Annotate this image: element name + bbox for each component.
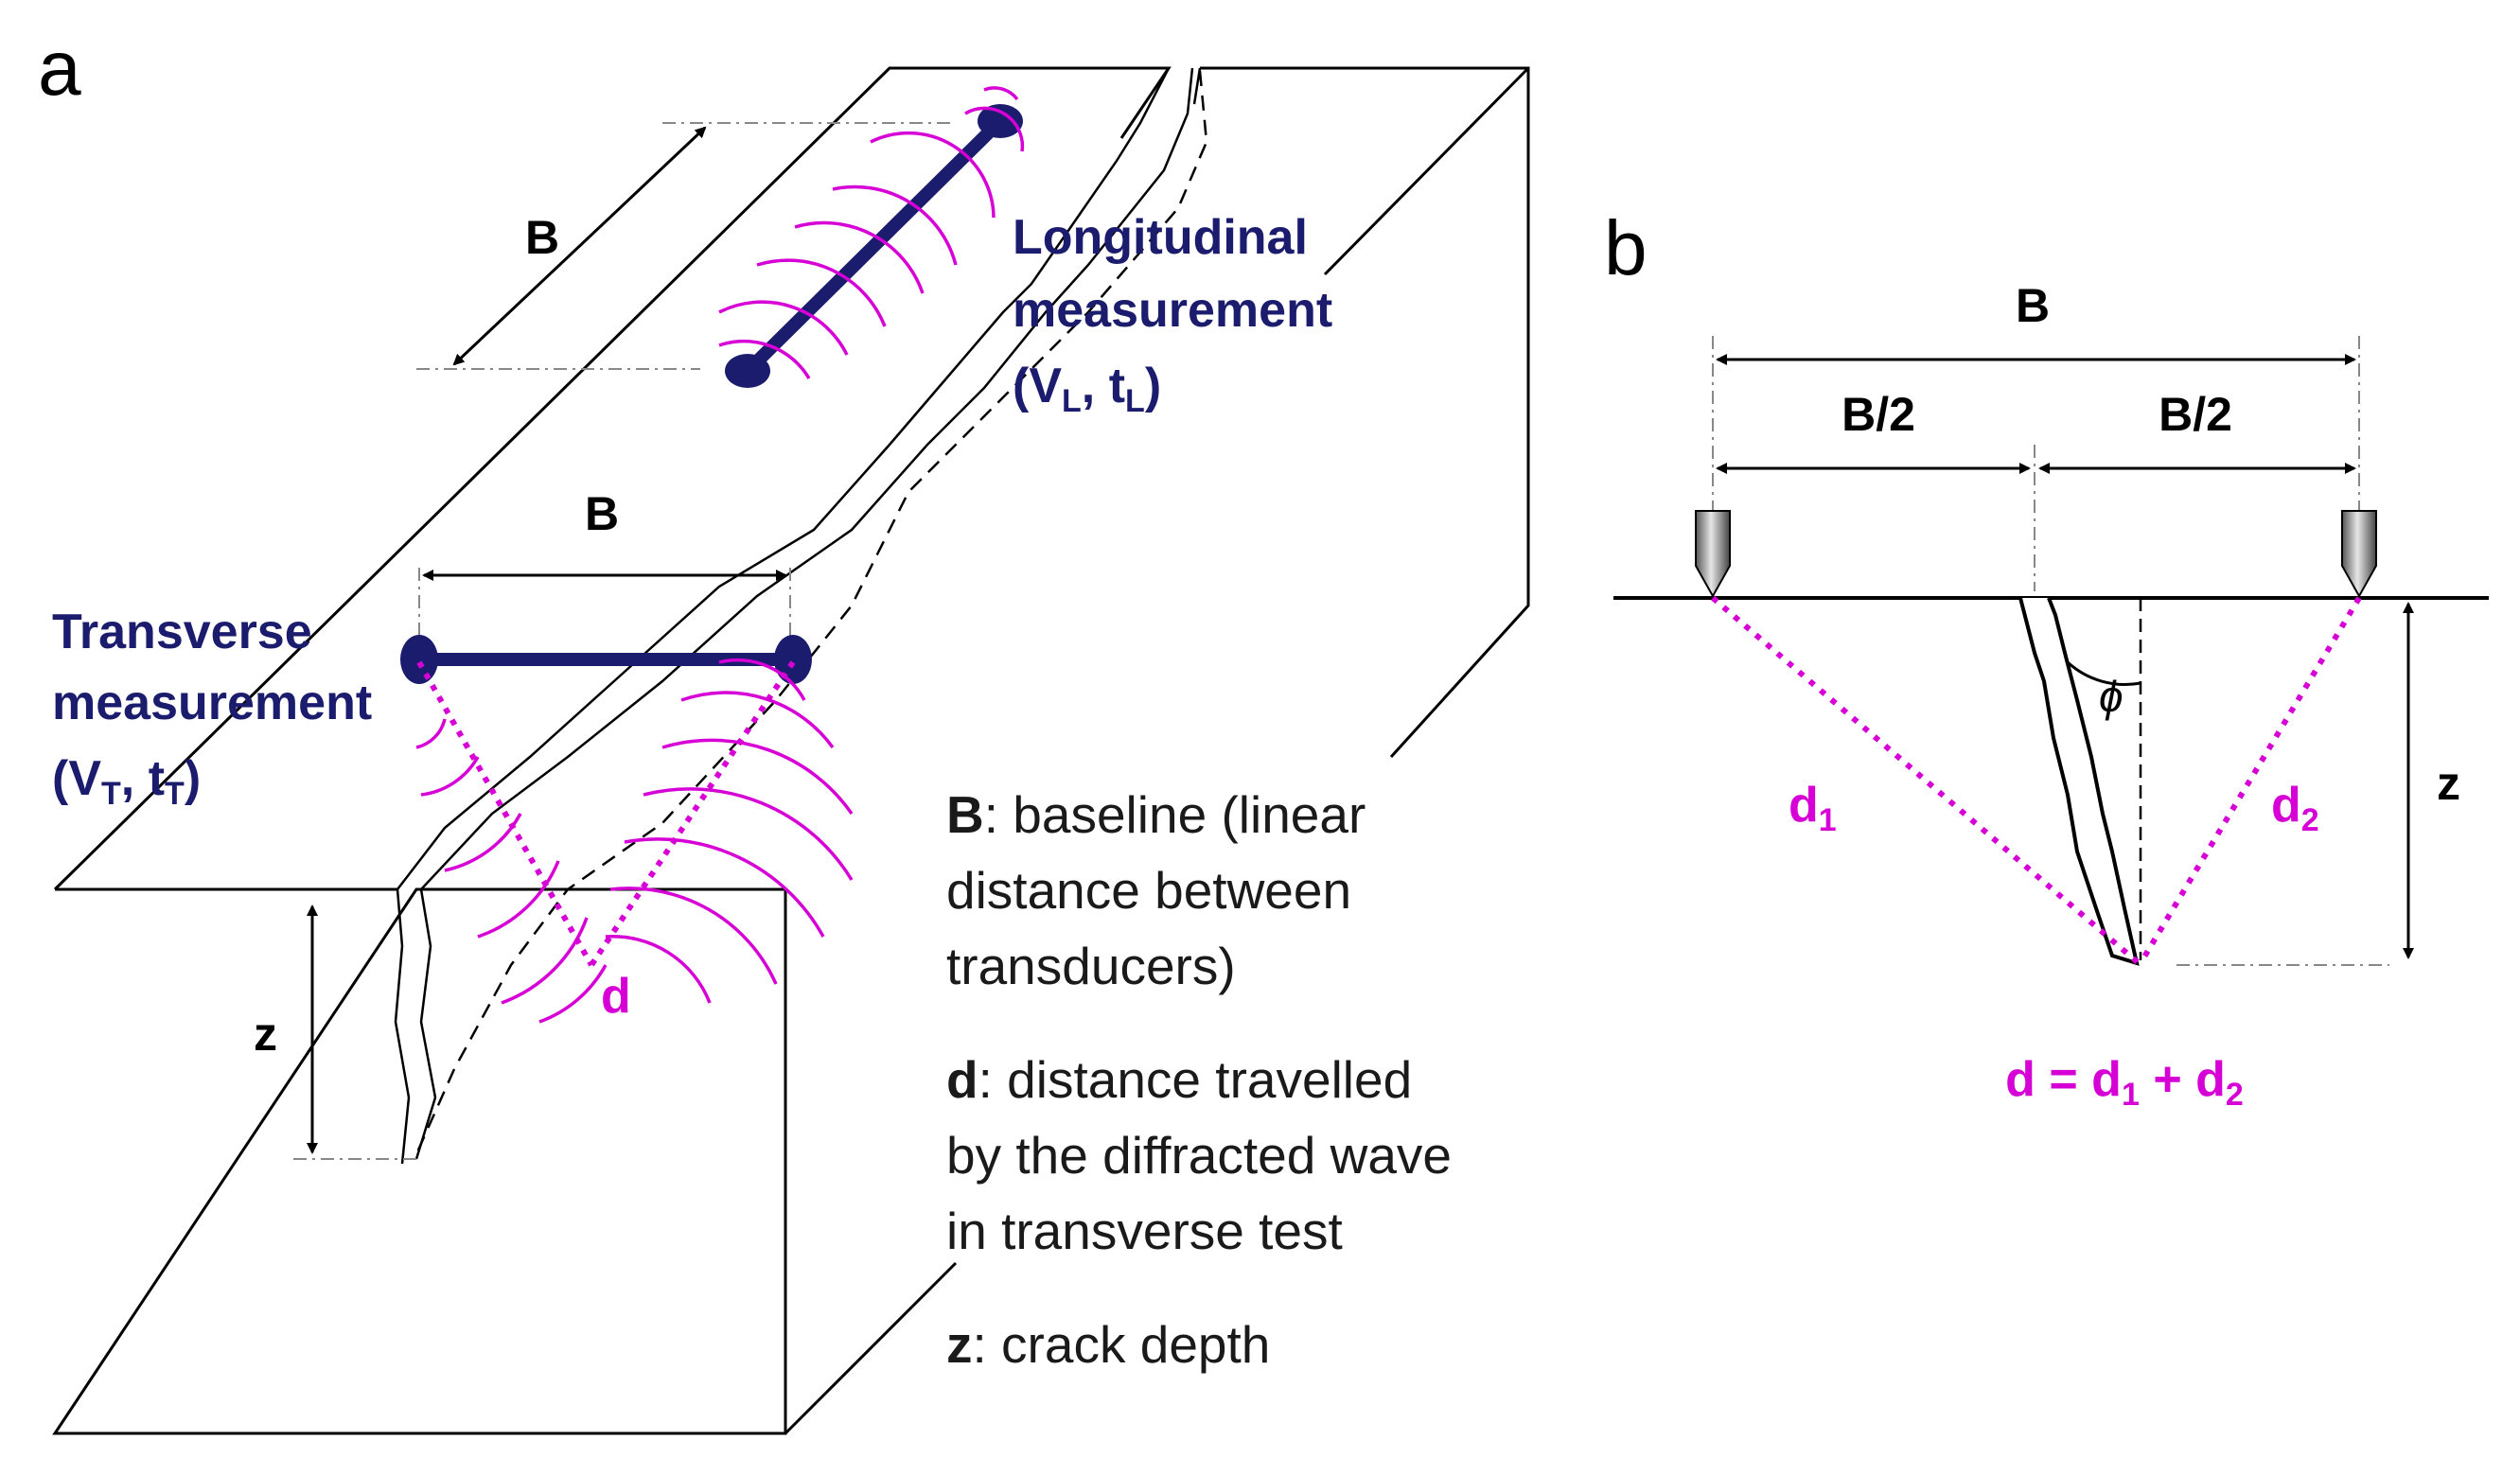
z-label-b: z	[2437, 757, 2460, 810]
legend-text: distance between	[946, 861, 1351, 920]
legend-text: transducers)	[946, 937, 1236, 995]
d-label: d	[601, 969, 631, 1024]
phi-angle: ϕ	[2066, 598, 2142, 960]
transverse-b-dimension: B	[418, 487, 791, 643]
legend-key: z	[946, 1315, 973, 1374]
d2-label: d2	[2271, 778, 2319, 838]
longitudinal-transducers	[718, 86, 1025, 388]
concrete-block	[52, 66, 1530, 1435]
panel-b-dimensions: B B/2 B/2	[1712, 279, 2360, 591]
crack-section	[2018, 597, 2140, 966]
transverse-symbols: (VT, tT)	[52, 751, 201, 812]
transverse-line2: measurement	[52, 676, 372, 730]
transverse-b-label: B	[585, 487, 619, 540]
d1-label: d1	[1789, 778, 1837, 838]
legend-line: B: baseline (linear	[946, 785, 1366, 844]
longitudinal-b-dimension: B	[416, 122, 951, 370]
distance-formula: d = d1 + d2	[2005, 1052, 2244, 1113]
legend-text: : distance travelled	[978, 1050, 1413, 1109]
longitudinal-symbols: (VL, tL)	[1013, 359, 1161, 419]
crack-tip-dashed	[414, 70, 1208, 1155]
legend-line: in transverse test	[946, 1202, 1343, 1260]
transverse-line1: Transverse	[52, 605, 312, 659]
legend-text: in transverse test	[946, 1202, 1343, 1260]
diffracted-wave-path: d	[415, 658, 854, 1024]
legend: B: baseline (linear distance between trans…	[946, 785, 1452, 1374]
legend-line: z: crack depth	[946, 1315, 1270, 1374]
legend-text: by the diffracted wave	[946, 1126, 1452, 1185]
legend-line: d: distance travelled	[946, 1050, 1412, 1109]
probe-right	[2341, 510, 2377, 599]
longitudinal-label: Longitudinal measurement (VL, tL)	[1013, 210, 1332, 419]
phi-label: ϕ	[2099, 672, 2123, 721]
legend-line: distance between	[946, 861, 1351, 920]
legend-line: transducers)	[946, 937, 1236, 995]
legend-key: d	[946, 1050, 978, 1109]
legend-line: by the diffracted wave	[946, 1126, 1452, 1185]
longitudinal-wave-arcs	[718, 86, 1025, 379]
panel-label-b: b	[1604, 205, 1648, 291]
z-dimension-b: z	[2176, 602, 2460, 966]
transverse-wave-arcs	[415, 658, 854, 1024]
panel-b-half-left: B/2	[1842, 388, 1915, 441]
wave-paths-b: d1 d2	[1711, 595, 2362, 966]
surface-crack	[394, 67, 1202, 1165]
z-dimension-a: z	[254, 904, 416, 1160]
panel-label-a: a	[38, 26, 81, 112]
panel-b-half-right: B/2	[2159, 388, 2232, 441]
panel-b-B-label: B	[2016, 279, 2050, 332]
longitudinal-b-label: B	[525, 211, 559, 264]
longitudinal-line1: Longitudinal	[1013, 210, 1308, 265]
z-label-a: z	[254, 1008, 277, 1061]
probe-left	[1695, 510, 1731, 599]
legend-text: : crack depth	[973, 1315, 1271, 1374]
legend-text: : baseline (linear	[984, 785, 1366, 844]
longitudinal-line2: measurement	[1013, 283, 1332, 338]
transverse-label: Transverse measurement (VT, tT)	[52, 605, 372, 812]
legend-key: B	[946, 785, 984, 844]
